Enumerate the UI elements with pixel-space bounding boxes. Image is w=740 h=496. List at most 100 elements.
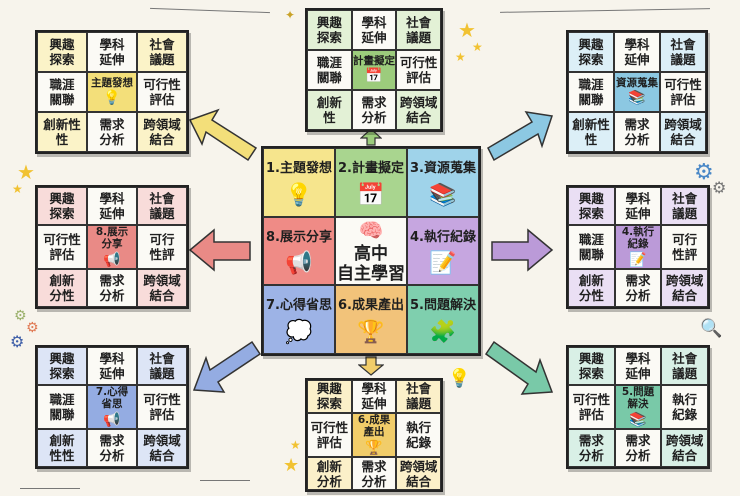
doodle-line — [20, 488, 80, 489]
calendar-icon: 📅 — [365, 68, 383, 85]
grid-cell: 需求 分析 — [351, 90, 397, 130]
grid-cell: 創新 性性 — [37, 429, 87, 467]
grid-cell: 需求 分析 — [87, 429, 137, 467]
satellite-grid-solve: 興趣 探索 學科 延伸 社會 議題 可行性 評估 5.問題 解決📚 執行 紀錄 … — [566, 345, 710, 469]
books-icon: 📚 — [628, 90, 646, 107]
grid-cell: 跨領域 結合 — [396, 90, 441, 130]
satellite-grid-share: 興趣 探索 學科 延伸 社會 議題 可行性 評估 8.展示 分享📢 可行 性評 … — [35, 185, 189, 309]
grid-cell: 需求 分析 — [614, 429, 662, 467]
step-record: 4.執行紀錄📝 — [407, 216, 479, 286]
grid-cell: 執行 紀錄 — [661, 384, 708, 430]
gear-icon: ⚙ — [14, 308, 27, 324]
grid-cell: 學科 延伸 — [614, 187, 662, 225]
grid-cell: 學科 延伸 — [87, 347, 137, 385]
grid-cell: 創新 分性 — [568, 269, 615, 307]
star-icon: ★ — [458, 18, 476, 42]
grid-cell: 興趣 探索 — [37, 32, 87, 72]
satellite-grid-reflect: 興趣 探索 學科 延伸 社會 議題 職涯 關聯 7.心得 省思📢 可行性 評估 … — [35, 345, 189, 469]
grid-cell: 需求 分析 — [87, 269, 137, 307]
grid-cell: 職涯 關聯 — [307, 50, 352, 90]
grid-cell: 創新 性 — [307, 90, 352, 130]
thought-cloud-icon: 💭 — [285, 319, 313, 345]
grid-cell: 執行 紀錄 — [396, 412, 441, 458]
grid-cell: 學科 延伸 — [351, 10, 397, 50]
grid-cell: 職涯 關聯 — [37, 72, 87, 112]
lightbulb-icon: 💡 — [448, 368, 471, 389]
grid-cell: 創新性 性 — [568, 112, 614, 152]
grid-cell: 社會 議題 — [396, 10, 441, 50]
grid-center-cell: 6.成果 產出🏆 — [351, 412, 397, 458]
arrow-down-icon — [358, 356, 384, 376]
lightbulb-icon: 💡 — [103, 90, 121, 107]
grid-cell: 可行 性評 — [137, 224, 187, 270]
grid-cell: 社會 議題 — [660, 32, 706, 72]
grid-cell: 創新 分性 — [37, 269, 87, 307]
grid-cell: 職涯 關聯 — [568, 72, 614, 112]
grid-cell: 可行性 評估 — [660, 72, 706, 112]
megaphone-icon: 📢 — [103, 411, 121, 428]
grid-cell: 需求 分析 — [614, 269, 662, 307]
core-title: 🧠 高中 自主學習 — [335, 216, 407, 286]
notepad-pencil-icon: 📝 — [429, 251, 457, 277]
arrow-up-left-icon — [188, 108, 258, 162]
arrow-up-icon — [360, 128, 382, 146]
grid-cell: 可行性 評估 — [137, 384, 187, 430]
step-share: 8.展示分享📢 — [263, 216, 335, 286]
grid-cell: 興趣 探索 — [307, 380, 352, 413]
gear-icon: ⚙ — [694, 160, 714, 185]
arrow-up-right-icon — [487, 111, 553, 162]
core-title-line2: 自主學習 — [337, 264, 405, 284]
grid-center-cell: 主題發想💡 — [87, 72, 137, 112]
grid-cell: 社會 議題 — [137, 347, 187, 385]
grid-cell: 可行性 評估 — [37, 224, 87, 270]
grid-cell: 跨領域 結合 — [137, 429, 187, 467]
brain-icon: 🧠 — [358, 217, 384, 242]
grid-cell: 社會 議題 — [396, 380, 441, 413]
grid-cell: 職涯 關聯 — [568, 224, 615, 270]
gear-icon: ⚙ — [26, 320, 39, 336]
satellite-grid-resource: 興趣 探索 學科 延伸 社會 議題 職涯 關聯 資源蒐集📚 可行性 評估 創新性… — [566, 30, 708, 154]
satellite-grid-topic: 興趣 探索 學科 延伸 社會 議題 職涯 關聯 主題發想💡 可行性 評估 創新性… — [35, 30, 189, 154]
grid-cell: 跨領域 結合 — [137, 112, 187, 152]
step-resource: 3.資源蒐集📚 — [407, 148, 479, 217]
grid-cell: 跨領域 結合 — [137, 269, 187, 307]
puzzle-icon: 🧩 — [429, 319, 457, 345]
step-output: 6.成果產出🏆 — [335, 285, 407, 354]
megaphone-icon: 📢 — [103, 251, 121, 268]
grid-cell: 需求 分析 — [568, 429, 615, 467]
notepad-pencil-icon: 📝 — [629, 251, 647, 268]
grid-cell: 興趣 探索 — [568, 347, 615, 385]
star-icon: ★ — [283, 455, 300, 476]
grid-cell: 創新 分析 — [307, 457, 352, 490]
calendar-icon: 📅 — [357, 182, 385, 208]
step-plan: 2.計畫擬定📅 — [335, 148, 407, 217]
core-title-line1: 高中 — [354, 243, 388, 264]
grid-cell: 可行性 評估 — [396, 50, 441, 90]
grid-cell: 可行性 評估 — [568, 384, 615, 430]
arrow-right-icon — [491, 228, 554, 272]
grid-cell: 興趣 探索 — [568, 32, 614, 72]
grid-cell: 興趣 探索 — [307, 10, 352, 50]
grid-center-cell: 計畫擬定📅 — [351, 50, 397, 90]
step-reflect: 7.心得省思💭 — [263, 285, 335, 354]
grid-cell: 社會 議題 — [137, 187, 187, 225]
grid-cell: 學科 延伸 — [351, 380, 397, 413]
grid-cell: 跨領域 結合 — [661, 429, 708, 467]
arrow-down-right-icon — [484, 340, 554, 395]
grid-cell: 需求 分析 — [87, 112, 137, 152]
grid-cell: 興趣 探索 — [568, 187, 615, 225]
satellite-grid-record: 興趣 探索 學科 延伸 社會 議題 職涯 關聯 4.執行 紀錄📝 可行 性評 創… — [566, 185, 710, 309]
grid-cell: 可行 性評 — [661, 224, 708, 270]
magnifier-icon: 🔍 — [700, 318, 723, 339]
arrow-down-left-icon — [192, 340, 262, 393]
star-icon: ★ — [472, 40, 483, 54]
grid-cell: 創新性 性 — [37, 112, 87, 152]
grid-cell: 社會 議題 — [661, 187, 708, 225]
grid-cell: 社會 議題 — [137, 32, 187, 72]
star-icon: ★ — [455, 50, 466, 64]
grid-center-cell: 資源蒐集📚 — [614, 72, 660, 112]
step-solve: 5.問題解決🧩 — [407, 285, 479, 354]
lightbulb-icon: 💡 — [285, 182, 313, 208]
grid-center-cell: 7.心得 省思📢 — [87, 384, 137, 430]
sparkle-icon: ✦ — [285, 8, 296, 22]
